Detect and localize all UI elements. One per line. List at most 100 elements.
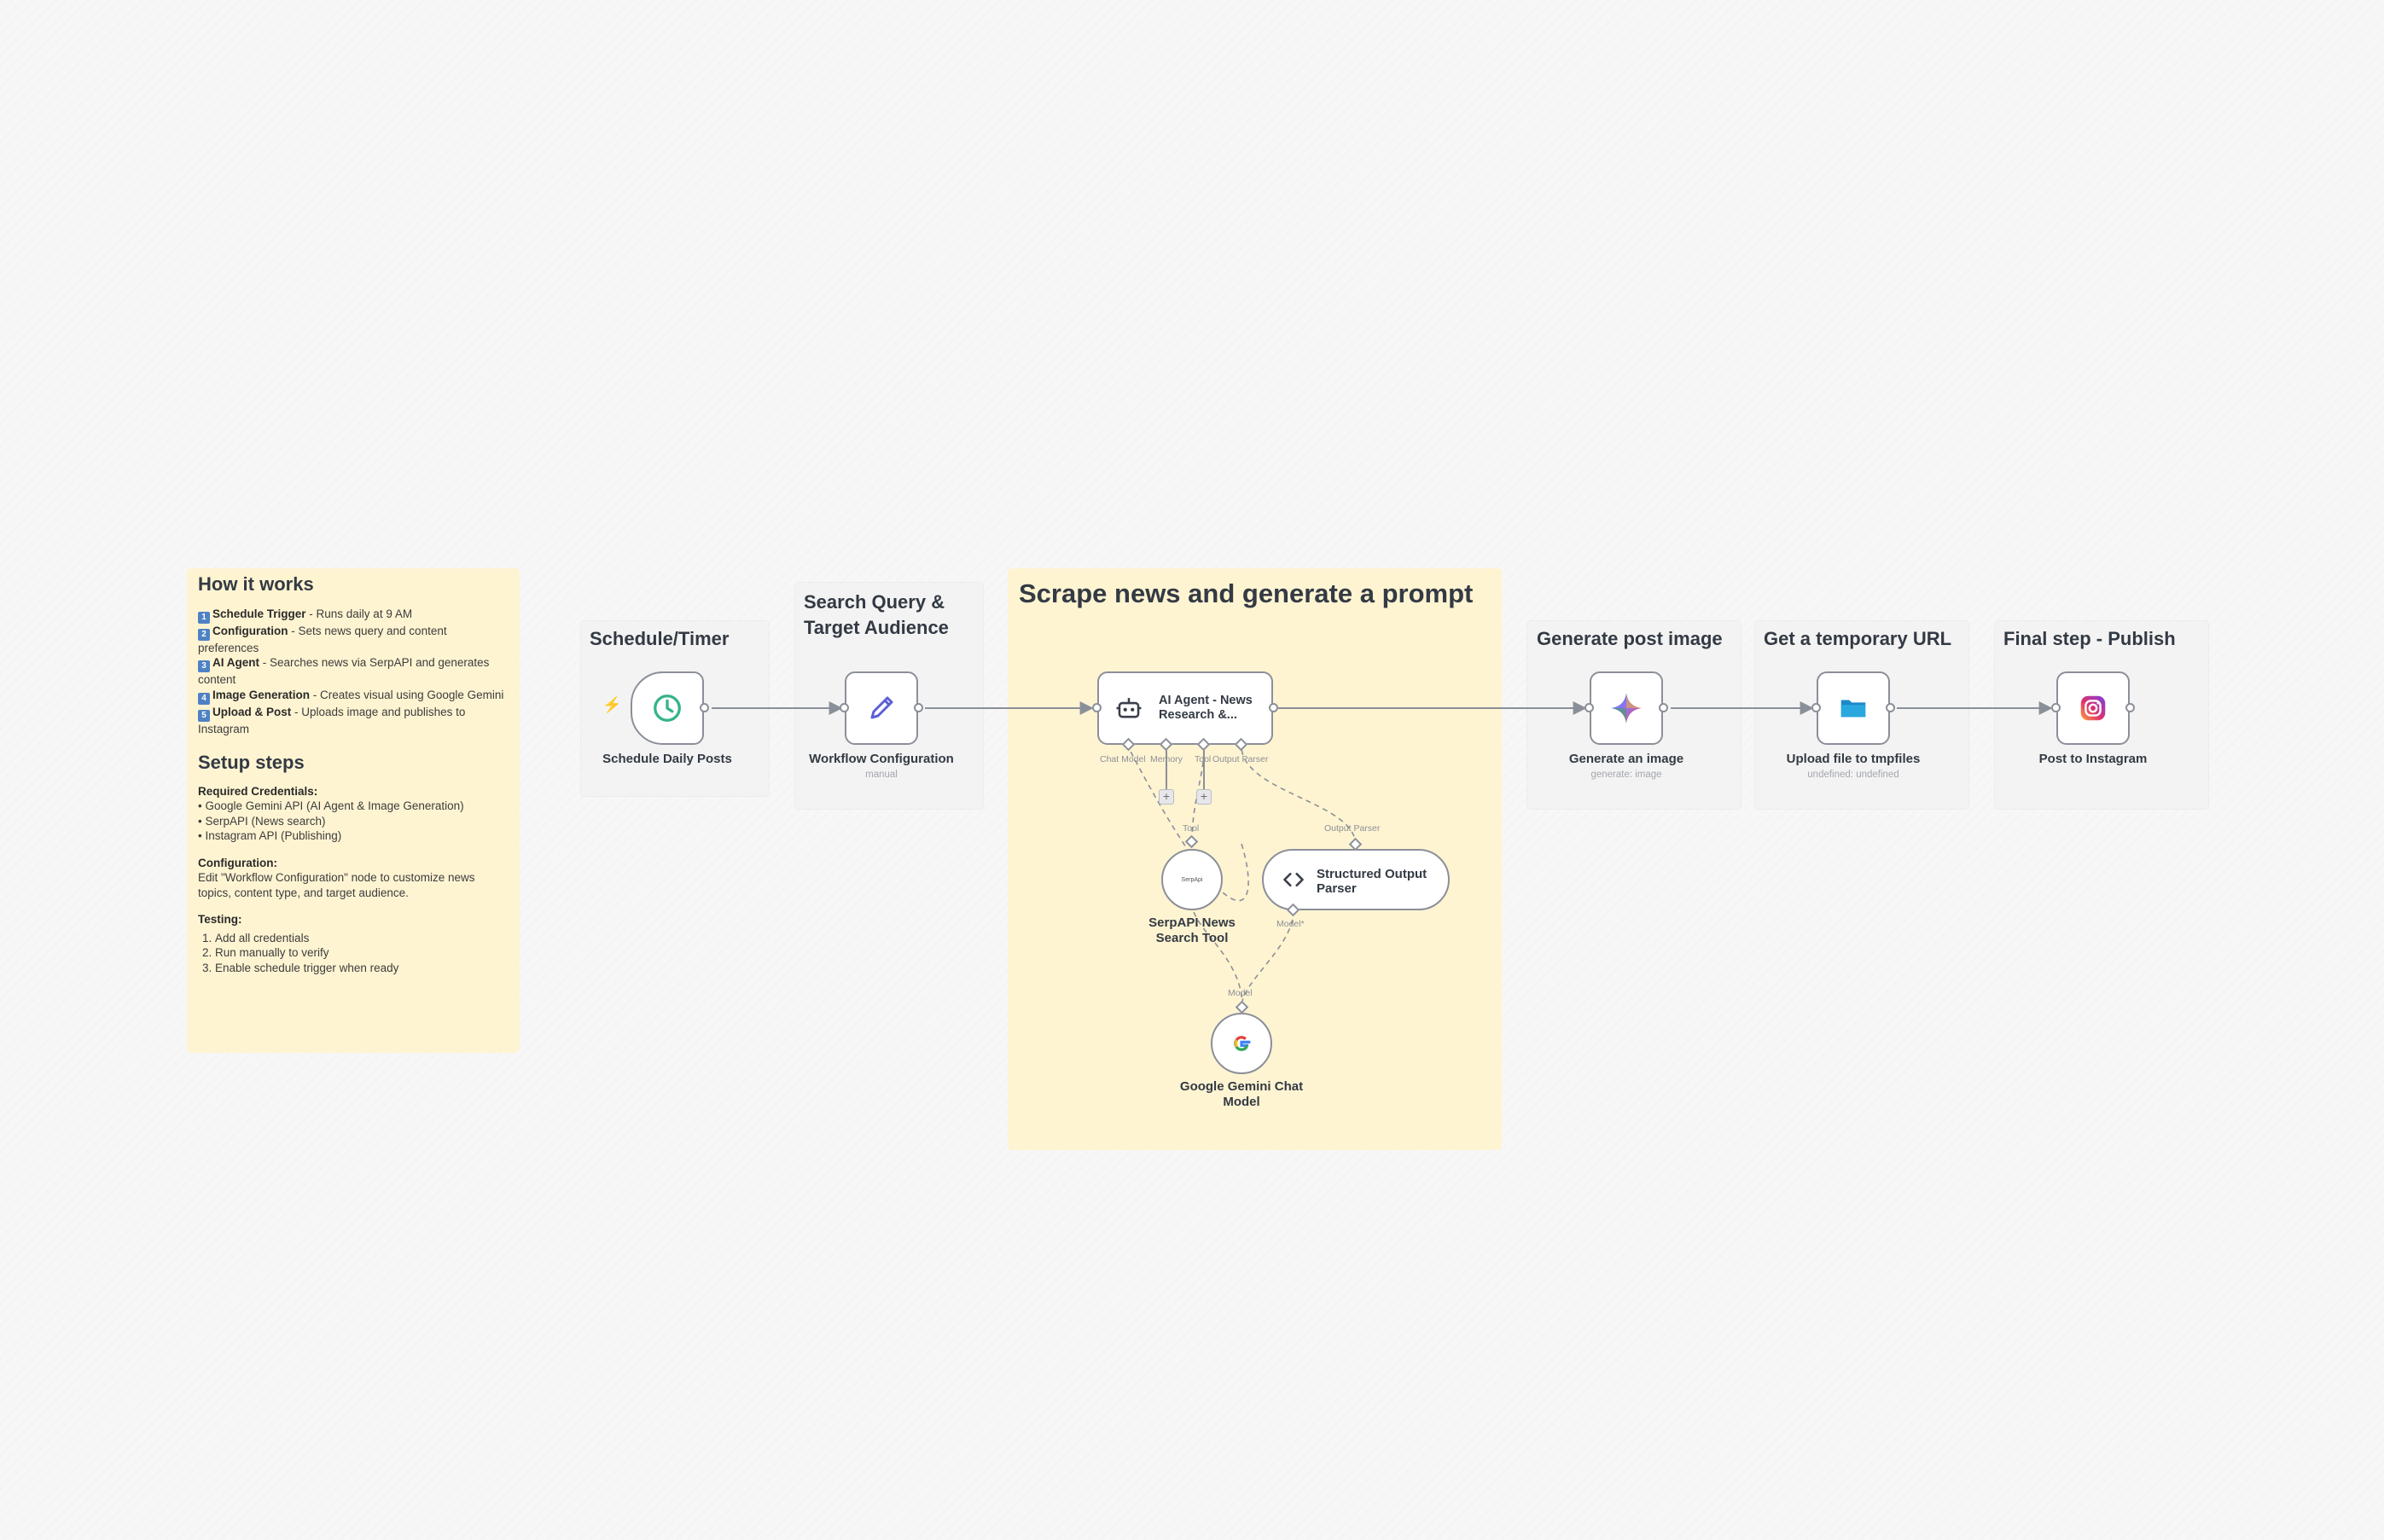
gemini-sparkle-icon [1611, 693, 1642, 724]
schedule-daily-posts-label: Schedule Daily Posts [602, 752, 732, 766]
serpapi-tool-label: SerpAPI News Search Tool [1148, 915, 1236, 945]
testing-title: Testing: [198, 913, 242, 926]
section-title-generate: Generate post image [1537, 628, 1723, 649]
serpapi-logo-icon: SerpApi [1181, 876, 1203, 883]
how-it-works-item-name: Image Generation [212, 688, 311, 701]
how-it-works-item-desc: - Creates visual using Google Gemini [310, 688, 504, 701]
testing-step: Run manually to verify [215, 945, 505, 961]
section-title-temp-url: Get a temporary URL [1764, 628, 1952, 649]
config-input-port[interactable] [840, 703, 849, 712]
credential-item: • Instagram API (Publishing) [198, 829, 342, 842]
section-title-scrape: Scrape news and generate a prompt [1019, 578, 1474, 608]
agent-output-parser-port-label: Output Parser [1212, 754, 1269, 764]
section-title-search: Search Query & Target Audience [804, 591, 949, 638]
edge-parser-output [1241, 747, 1357, 846]
add-memory-button[interactable]: + [1159, 789, 1174, 805]
instagram-input-port[interactable] [2051, 703, 2061, 712]
agent-input-port[interactable] [1092, 703, 1102, 712]
generate-output-port[interactable] [1659, 703, 1668, 712]
clock-icon [654, 694, 681, 722]
number-badge-icon: 5 [198, 709, 210, 722]
agent-output-port[interactable] [1269, 703, 1278, 712]
schedule-output-port[interactable] [700, 703, 709, 712]
instagram-icon [2080, 695, 2106, 721]
upload-tmpfiles-label: Upload file to tmpfiles [1786, 752, 1921, 766]
pencil-icon [870, 696, 893, 719]
upload-output-port[interactable] [1886, 703, 1895, 712]
how-it-works-item-name: Upload & Post [212, 705, 292, 718]
edge-gemini-chat-model [1128, 747, 1249, 902]
generate-image-label: Generate an image [1568, 752, 1684, 766]
ai-agent-node[interactable]: AI Agent - News Research &... [1097, 671, 1273, 745]
workflow-configuration-label: Workflow Configuration [809, 752, 954, 766]
upload-tmpfiles-node[interactable] [1817, 671, 1890, 745]
how-it-works-item-name: Configuration [212, 624, 288, 637]
schedule-daily-posts-node[interactable] [631, 671, 704, 745]
gemini-model-port-label: Model [1228, 988, 1253, 998]
workflow-configuration-sub: manual [865, 770, 898, 780]
testing-list: Add all credentialsRun manually to verif… [198, 931, 505, 976]
config-output-port[interactable] [914, 703, 923, 712]
how-it-works-item-desc: - Runs daily at 9 AM [305, 607, 413, 620]
generate-image-sub: generate: image [1590, 770, 1662, 780]
code-icon [1283, 872, 1304, 887]
agent-tool-port-label: Tool [1195, 754, 1212, 764]
how-it-works-item-desc: - Sets news query and content preference… [198, 624, 447, 654]
how-it-works-title: How it works [198, 573, 314, 595]
generate-input-port[interactable] [1584, 703, 1594, 712]
testing-step: Add all credentials [215, 931, 505, 946]
testing-step: Enable schedule trigger when ready [215, 961, 505, 976]
credentials-list: • Google Gemini API (AI Agent & Image Ge… [198, 799, 505, 844]
section-title-publish: Final step - Publish [2003, 628, 2176, 649]
setup-steps-title: Setup steps [198, 752, 305, 773]
folder-icon [1840, 700, 1866, 718]
credentials-title: Required Credentials: [198, 784, 318, 798]
instagram-output-port[interactable] [2125, 703, 2135, 712]
serpapi-tool-node[interactable]: SerpApi [1161, 849, 1223, 910]
how-it-works-item-name: AI Agent [212, 656, 259, 669]
configuration-title: Configuration: [198, 856, 277, 869]
generate-image-node[interactable] [1590, 671, 1663, 745]
structured-output-parser-node[interactable]: Structured Output Parser [1262, 849, 1450, 910]
credential-item: • SerpAPI (News search) [198, 814, 326, 828]
edge-parser-model [1241, 909, 1294, 1008]
how-it-works-note[interactable] [187, 568, 520, 1053]
number-badge-icon: 4 [198, 692, 210, 705]
parser-output-port-label: Output Parser [1324, 823, 1381, 834]
serp-tool-port-label: Tool [1183, 823, 1200, 834]
how-it-works-item-desc: - Uploads image and publishes to Instagr… [198, 705, 466, 735]
parser-model-port-label: Model* [1276, 919, 1305, 929]
agent-chat-model-port-label: Chat Model [1100, 754, 1146, 764]
number-badge-icon: 1 [198, 611, 210, 624]
add-tool-button[interactable]: + [1196, 789, 1212, 805]
number-badge-icon: 2 [198, 628, 210, 641]
section-title-schedule: Schedule/Timer [590, 628, 730, 649]
google-gemini-chat-model-node[interactable] [1211, 1013, 1272, 1074]
post-to-instagram-label: Post to Instagram [2038, 752, 2148, 766]
trigger-bolt-icon: ⚡ [602, 696, 622, 713]
google-gemini-chat-model-label: Google Gemini Chat Model [1179, 1079, 1304, 1109]
workflow-configuration-node[interactable] [845, 671, 918, 745]
number-badge-icon: 3 [198, 660, 210, 672]
how-it-works-item-name: Schedule Trigger [212, 607, 306, 620]
upload-input-port[interactable] [1811, 703, 1821, 712]
credential-item: • Google Gemini API (AI Agent & Image Ge… [198, 799, 464, 812]
configuration-text: Edit "Workflow Configuration" node to cu… [198, 871, 475, 899]
agent-memory-port-label: Memory [1150, 754, 1183, 764]
how-it-works-item-desc: - Searches news via SerpAPI and generate… [198, 656, 490, 686]
google-icon [1234, 1036, 1251, 1051]
post-to-instagram-node[interactable] [2056, 671, 2130, 745]
ai-agent-label: AI Agent - News Research &... [1159, 694, 1253, 722]
robot-icon [1116, 698, 1142, 718]
structured-output-parser-label: Structured Output Parser [1317, 867, 1427, 896]
upload-tmpfiles-sub: undefined: undefined [1807, 770, 1899, 780]
edge-gemini-model [1191, 902, 1243, 1008]
